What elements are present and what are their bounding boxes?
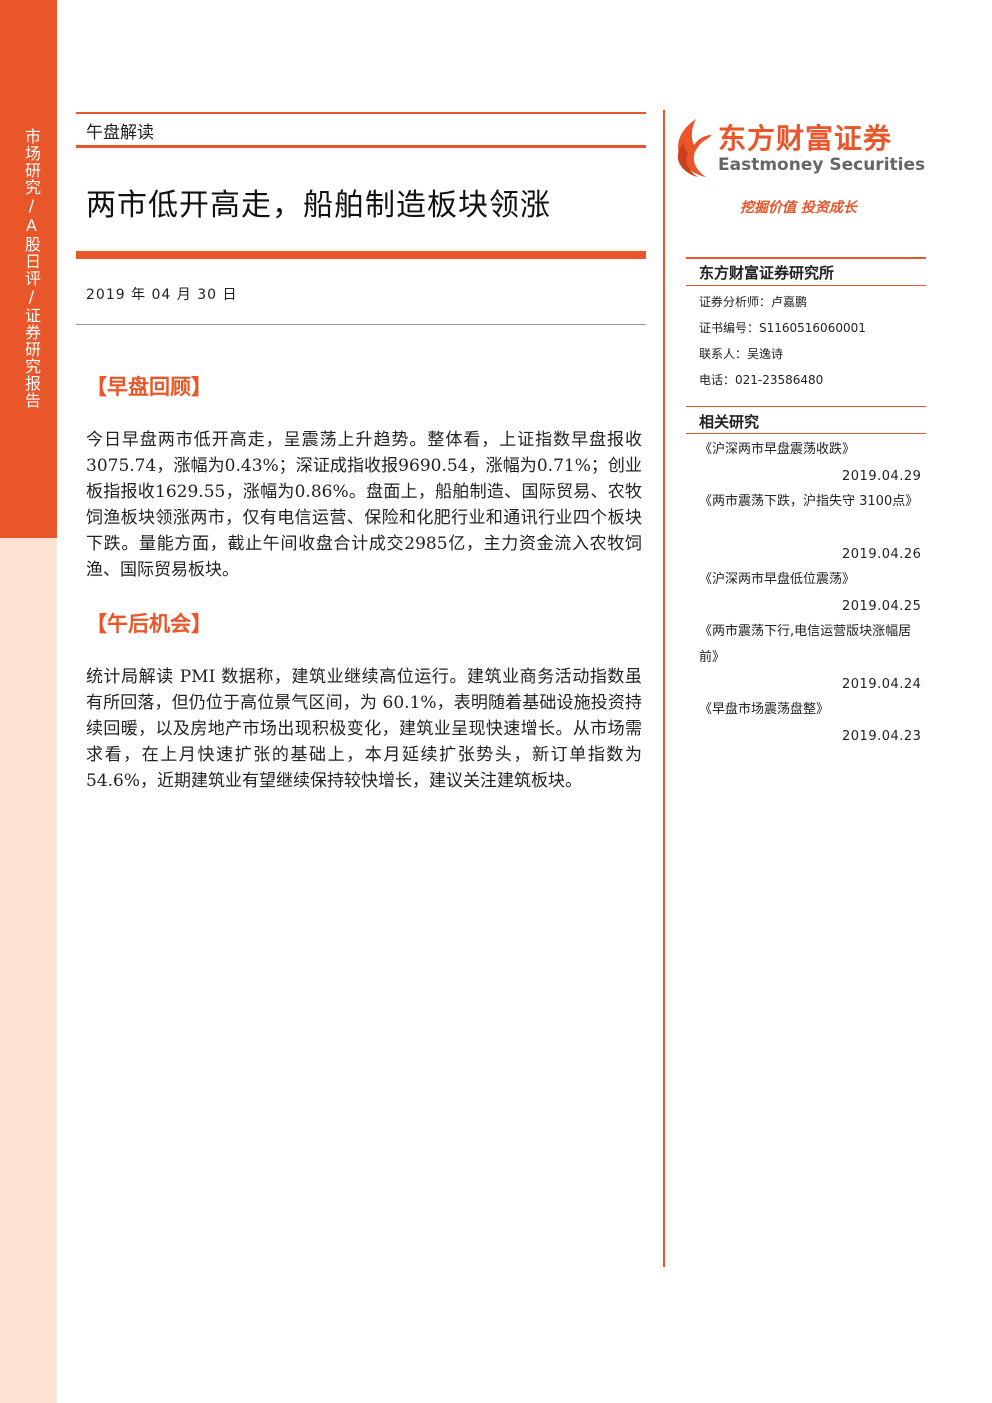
related-item-date: 2019.04.24 (842, 677, 922, 692)
section-heading-afternoon-opportunity: 【午后机会】 (86, 612, 212, 636)
related-item-title[interactable]: 《两市震荡下跌，沪指失守 3100点》 (699, 494, 919, 509)
cert-number: 证书编号：S1160516060001 (699, 321, 866, 335)
related-item-date: 2019.04.26 (842, 547, 922, 562)
sidebar-label: 市场研究/A股日评/证券研究报告 (22, 128, 41, 409)
related-rule-top (686, 406, 926, 407)
report-category: 午盘解读 (86, 123, 154, 143)
brand-name-cn: 东方财富证券 (718, 122, 893, 155)
related-item-title[interactable]: 《沪深两市早盘低位震荡》 (699, 572, 856, 587)
title-rule (76, 251, 646, 259)
section-body-morning-review: 今日早盘两市低开高走，呈震荡上升趋势。整体看，上证指数早盘报收3075.74，涨… (86, 430, 642, 580)
institute-rule-top (686, 257, 926, 259)
flame-logo-icon (677, 119, 712, 177)
brand-logo: 东方财富证券 Eastmoney Securities (666, 115, 926, 185)
sidebar-band (0, 0, 57, 538)
header-rule-top (76, 112, 646, 114)
institute-rule (686, 285, 926, 286)
related-research-title: 相关研究 (699, 413, 760, 431)
related-item-date: 2019.04.25 (842, 599, 922, 614)
related-item-title[interactable]: 《早盘市场震荡盘整》 (699, 702, 830, 717)
column-divider (663, 110, 665, 1267)
related-item-date: 2019.04.29 (842, 469, 922, 484)
brand-name-en: Eastmoney Securities (718, 155, 926, 175)
analyst-name: 证券分析师：卢嘉鹏 (699, 295, 808, 309)
report-date: 2019 年 04 月 30 日 (86, 287, 238, 303)
contact-person: 联系人：吴逸诗 (699, 347, 784, 361)
sidebar-band-light (0, 538, 57, 1403)
section-heading-morning-review: 【早盘回顾】 (86, 375, 212, 399)
header-rule (76, 145, 646, 148)
related-item-title[interactable]: 《两市震荡下行,电信运营版块涨幅居前》 (699, 624, 912, 665)
report-title: 两市低开高走，船舶制造板块领涨 (86, 188, 551, 223)
related-rule (686, 433, 926, 434)
brand-slogan: 挖掘价值 投资成长 (740, 200, 857, 216)
date-rule (76, 324, 646, 325)
related-item-title[interactable]: 《沪深两市早盘震荡收跌》 (699, 442, 856, 457)
section-body-afternoon-opportunity: 统计局解读 PMI 数据称，建筑业继续高位运行。建筑业商务活动指数虽有所回落，但… (86, 667, 642, 791)
related-item-date: 2019.04.23 (842, 729, 922, 744)
phone-number: 电话：021-23586480 (699, 373, 824, 387)
institute-name: 东方财富证券研究所 (699, 264, 835, 282)
